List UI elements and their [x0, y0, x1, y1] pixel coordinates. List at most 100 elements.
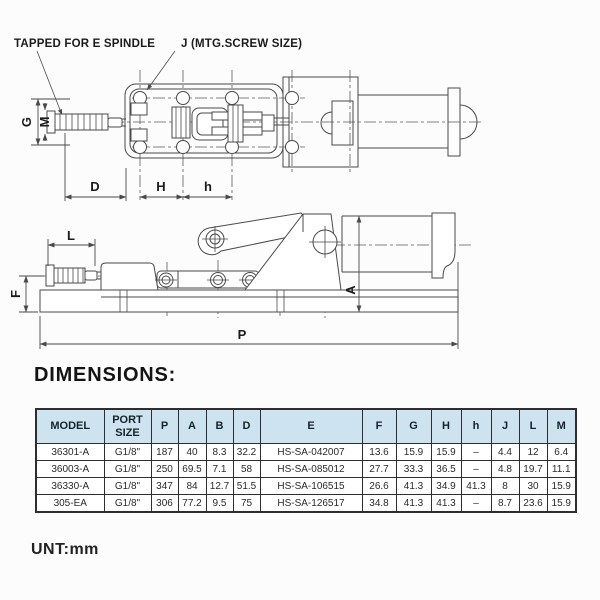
table-row: 36330-A G1/8" 347 84 12.7 51.5 HS-SA-106…: [35, 477, 577, 495]
annotation-tapped-spindle: TAPPED FOR E SPINDLE: [14, 38, 155, 50]
table-cell: HS-SA-042007: [259, 443, 363, 461]
dim-label-h-lower: h: [204, 179, 212, 194]
table-cell: 9.5: [205, 494, 234, 513]
table-cell: 15.9: [395, 443, 432, 461]
col-header-f: F: [361, 408, 397, 444]
dimensions-heading: DIMENSIONS:: [34, 364, 177, 386]
cylinder-top-view: [358, 87, 478, 157]
table-cell: 75: [232, 494, 261, 513]
table-cell: 250: [150, 460, 179, 478]
table-cell: 84: [177, 477, 207, 495]
table-cell: 27.7: [361, 460, 397, 478]
table-cell: 4.8: [490, 460, 520, 478]
table-cell: 26.6: [361, 477, 397, 495]
technical-drawings: TAPPED FOR E SPINDLE J (MTG.SCREW SIZE): [8, 38, 482, 349]
table-cell: G1/8": [103, 460, 152, 478]
col-header-model: MODEL: [35, 408, 105, 444]
table-cell: 8.7: [490, 494, 520, 513]
spindle-top-view: [46, 110, 126, 134]
pivot-bracket: [243, 213, 342, 291]
dim-label-h-upper: H: [156, 179, 165, 194]
table-cell: 23.6: [518, 494, 548, 513]
table-cell: 4.4: [490, 443, 520, 461]
table-cell: 6.4: [546, 443, 577, 461]
table-cell: 40: [177, 443, 207, 461]
dim-label-l: L: [67, 228, 75, 243]
table-cell: 187: [150, 443, 179, 461]
table-cell: 15.9: [546, 477, 577, 495]
col-header-h-upper: H: [430, 408, 462, 444]
table-cell: 30: [518, 477, 548, 495]
table-cell: 32.2: [232, 443, 261, 461]
table-cell: –: [460, 460, 492, 478]
col-header-port-size: PORT SIZE: [103, 408, 152, 444]
top-view-dimensions: G M D H h: [19, 98, 233, 201]
table-cell: 19.7: [518, 460, 548, 478]
table-cell: G1/8": [103, 494, 152, 513]
unit-note: UNT:mm: [31, 541, 99, 558]
dim-label-f: F: [8, 290, 23, 298]
col-header-b: B: [205, 408, 234, 444]
dim-label-m: M: [37, 117, 52, 128]
table-header-row: MODEL PORT SIZE P A B D E F G H h J L M: [35, 408, 577, 444]
table-cell: 12.7: [205, 477, 234, 495]
front-housing: [100, 262, 159, 291]
table-cell: 347: [150, 477, 179, 495]
table-cell: 69.5: [177, 460, 207, 478]
col-header-j: J: [490, 408, 520, 444]
table-cell: 34.8: [361, 494, 397, 513]
base-side-view: [39, 289, 459, 313]
spindle-side-view: [45, 264, 101, 287]
col-header-h-lower: h: [460, 408, 492, 444]
table-row: 36301-A G1/8" 187 40 8.3 32.2 HS-SA-0420…: [35, 443, 577, 461]
table-cell: 58: [232, 460, 261, 478]
table-cell: 51.5: [232, 477, 261, 495]
table-cell: 8: [490, 477, 520, 495]
toggle-mechanism-top-view: [130, 102, 289, 143]
table-cell: 77.2: [177, 494, 207, 513]
table-cell: –: [460, 443, 492, 461]
table-cell: 33.3: [395, 460, 432, 478]
table-cell: 11.1: [546, 460, 577, 478]
table-cell: HS-SA-106515: [259, 477, 363, 495]
table-cell: 12: [518, 443, 548, 461]
model-cell: 36003-A: [35, 460, 105, 478]
table-cell: –: [460, 494, 492, 513]
table-row: 36003-A G1/8" 250 69.5 7.1 58 HS-SA-0850…: [35, 460, 577, 478]
model-cell: 36301-A: [35, 443, 105, 461]
col-header-e: E: [259, 408, 363, 444]
clamp-arm: [197, 212, 319, 256]
col-header-a: A: [177, 408, 207, 444]
table-cell: 41.3: [395, 477, 432, 495]
cylinder-side-view: [341, 212, 456, 279]
side-view-dimensions: L F A P: [8, 215, 459, 349]
table-cell: 41.3: [430, 494, 462, 513]
dim-label-d: D: [90, 179, 99, 194]
table-cell: 41.3: [460, 477, 492, 495]
table-cell: 41.3: [395, 494, 432, 513]
table-cell: G1/8": [103, 477, 152, 495]
annotation-mtg-screw: J (MTG.SCREW SIZE): [181, 38, 302, 50]
dimensions-table: MODEL PORT SIZE P A B D E F G H h J L M …: [35, 408, 577, 513]
table-cell: 306: [150, 494, 179, 513]
dim-label-p: P: [238, 327, 247, 342]
table-cell: 13.6: [361, 443, 397, 461]
leader-lines: [36, 50, 176, 116]
dim-label-g: G: [19, 117, 34, 127]
table-cell: 36.5: [430, 460, 462, 478]
table-row: 305-EA G1/8" 306 77.2 9.5 75 HS-SA-12651…: [35, 494, 577, 513]
top-view-drawing: TAPPED FOR E SPINDLE J (MTG.SCREW SIZE): [14, 38, 482, 201]
side-view-drawing: L F A P: [8, 212, 472, 349]
table-cell: HS-SA-085012: [259, 460, 363, 478]
table-cell: G1/8": [103, 443, 152, 461]
model-cell: 305-EA: [35, 494, 105, 513]
table-cell: HS-SA-126517: [259, 494, 363, 513]
model-cell: 36330-A: [35, 477, 105, 495]
col-header-l: L: [518, 408, 548, 444]
col-header-g: G: [395, 408, 432, 444]
link-assembly: [155, 270, 261, 289]
table-cell: 34.9: [430, 477, 462, 495]
col-header-d: D: [232, 408, 261, 444]
col-header-p: P: [150, 408, 179, 444]
